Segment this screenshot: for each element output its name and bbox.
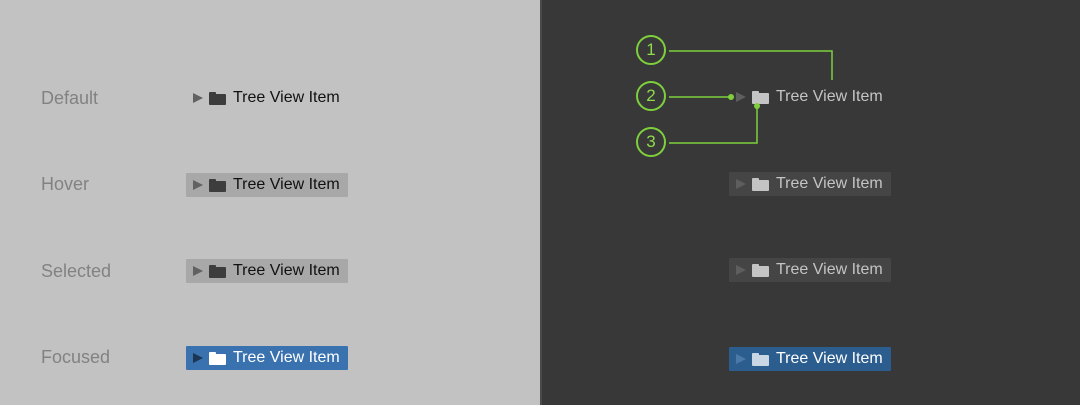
dark-theme-panel bbox=[542, 0, 1080, 405]
state-label-default: Default bbox=[41, 88, 99, 108]
callout-badge-2: 2 bbox=[636, 81, 666, 111]
tree-view-item-label: Tree View Item bbox=[233, 349, 340, 366]
tree-view-item-dark-selected[interactable]: Tree View Item bbox=[729, 258, 891, 282]
folder-icon bbox=[752, 352, 769, 366]
tree-view-item-light-default[interactable]: Tree View Item bbox=[186, 86, 348, 110]
state-label-focused: Focused bbox=[41, 347, 111, 367]
tree-view-item-label: Tree View Item bbox=[776, 350, 883, 367]
folder-icon bbox=[209, 91, 226, 105]
tree-view-item-dark-focused[interactable]: Tree View Item bbox=[729, 347, 891, 371]
light-theme-panel bbox=[0, 0, 540, 405]
tree-view-item-label: Tree View Item bbox=[776, 88, 883, 105]
expand-arrow-icon[interactable] bbox=[736, 92, 746, 102]
expand-arrow-icon[interactable] bbox=[736, 179, 746, 189]
folder-icon bbox=[752, 263, 769, 277]
expand-arrow-icon[interactable] bbox=[736, 265, 746, 275]
folder-icon bbox=[209, 264, 226, 278]
tree-view-item-dark-default[interactable]: Tree View Item bbox=[729, 85, 891, 109]
callout-badge-1: 1 bbox=[636, 35, 666, 65]
folder-icon bbox=[752, 177, 769, 191]
tree-view-item-label: Tree View Item bbox=[233, 262, 340, 279]
folder-icon bbox=[752, 90, 769, 104]
expand-arrow-icon[interactable] bbox=[193, 93, 203, 103]
folder-icon bbox=[209, 351, 226, 365]
tree-view-item-light-hover[interactable]: Tree View Item bbox=[186, 173, 348, 197]
expand-arrow-icon[interactable] bbox=[736, 354, 746, 364]
panel-divider bbox=[540, 0, 542, 405]
callout-badge-3: 3 bbox=[636, 127, 666, 157]
expand-arrow-icon[interactable] bbox=[193, 180, 203, 190]
tree-view-item-label: Tree View Item bbox=[233, 176, 340, 193]
tree-view-item-label: Tree View Item bbox=[233, 89, 340, 106]
tree-view-item-label: Tree View Item bbox=[776, 261, 883, 278]
tree-view-item-label: Tree View Item bbox=[776, 175, 883, 192]
state-label-selected: Selected bbox=[41, 261, 112, 281]
expand-arrow-icon[interactable] bbox=[193, 353, 203, 363]
tree-view-item-light-selected[interactable]: Tree View Item bbox=[186, 259, 348, 283]
tree-view-item-dark-hover[interactable]: Tree View Item bbox=[729, 172, 891, 196]
state-label-hover: Hover bbox=[41, 174, 90, 194]
tree-view-item-light-focused[interactable]: Tree View Item bbox=[186, 346, 348, 370]
folder-icon bbox=[209, 178, 226, 192]
expand-arrow-icon[interactable] bbox=[193, 266, 203, 276]
